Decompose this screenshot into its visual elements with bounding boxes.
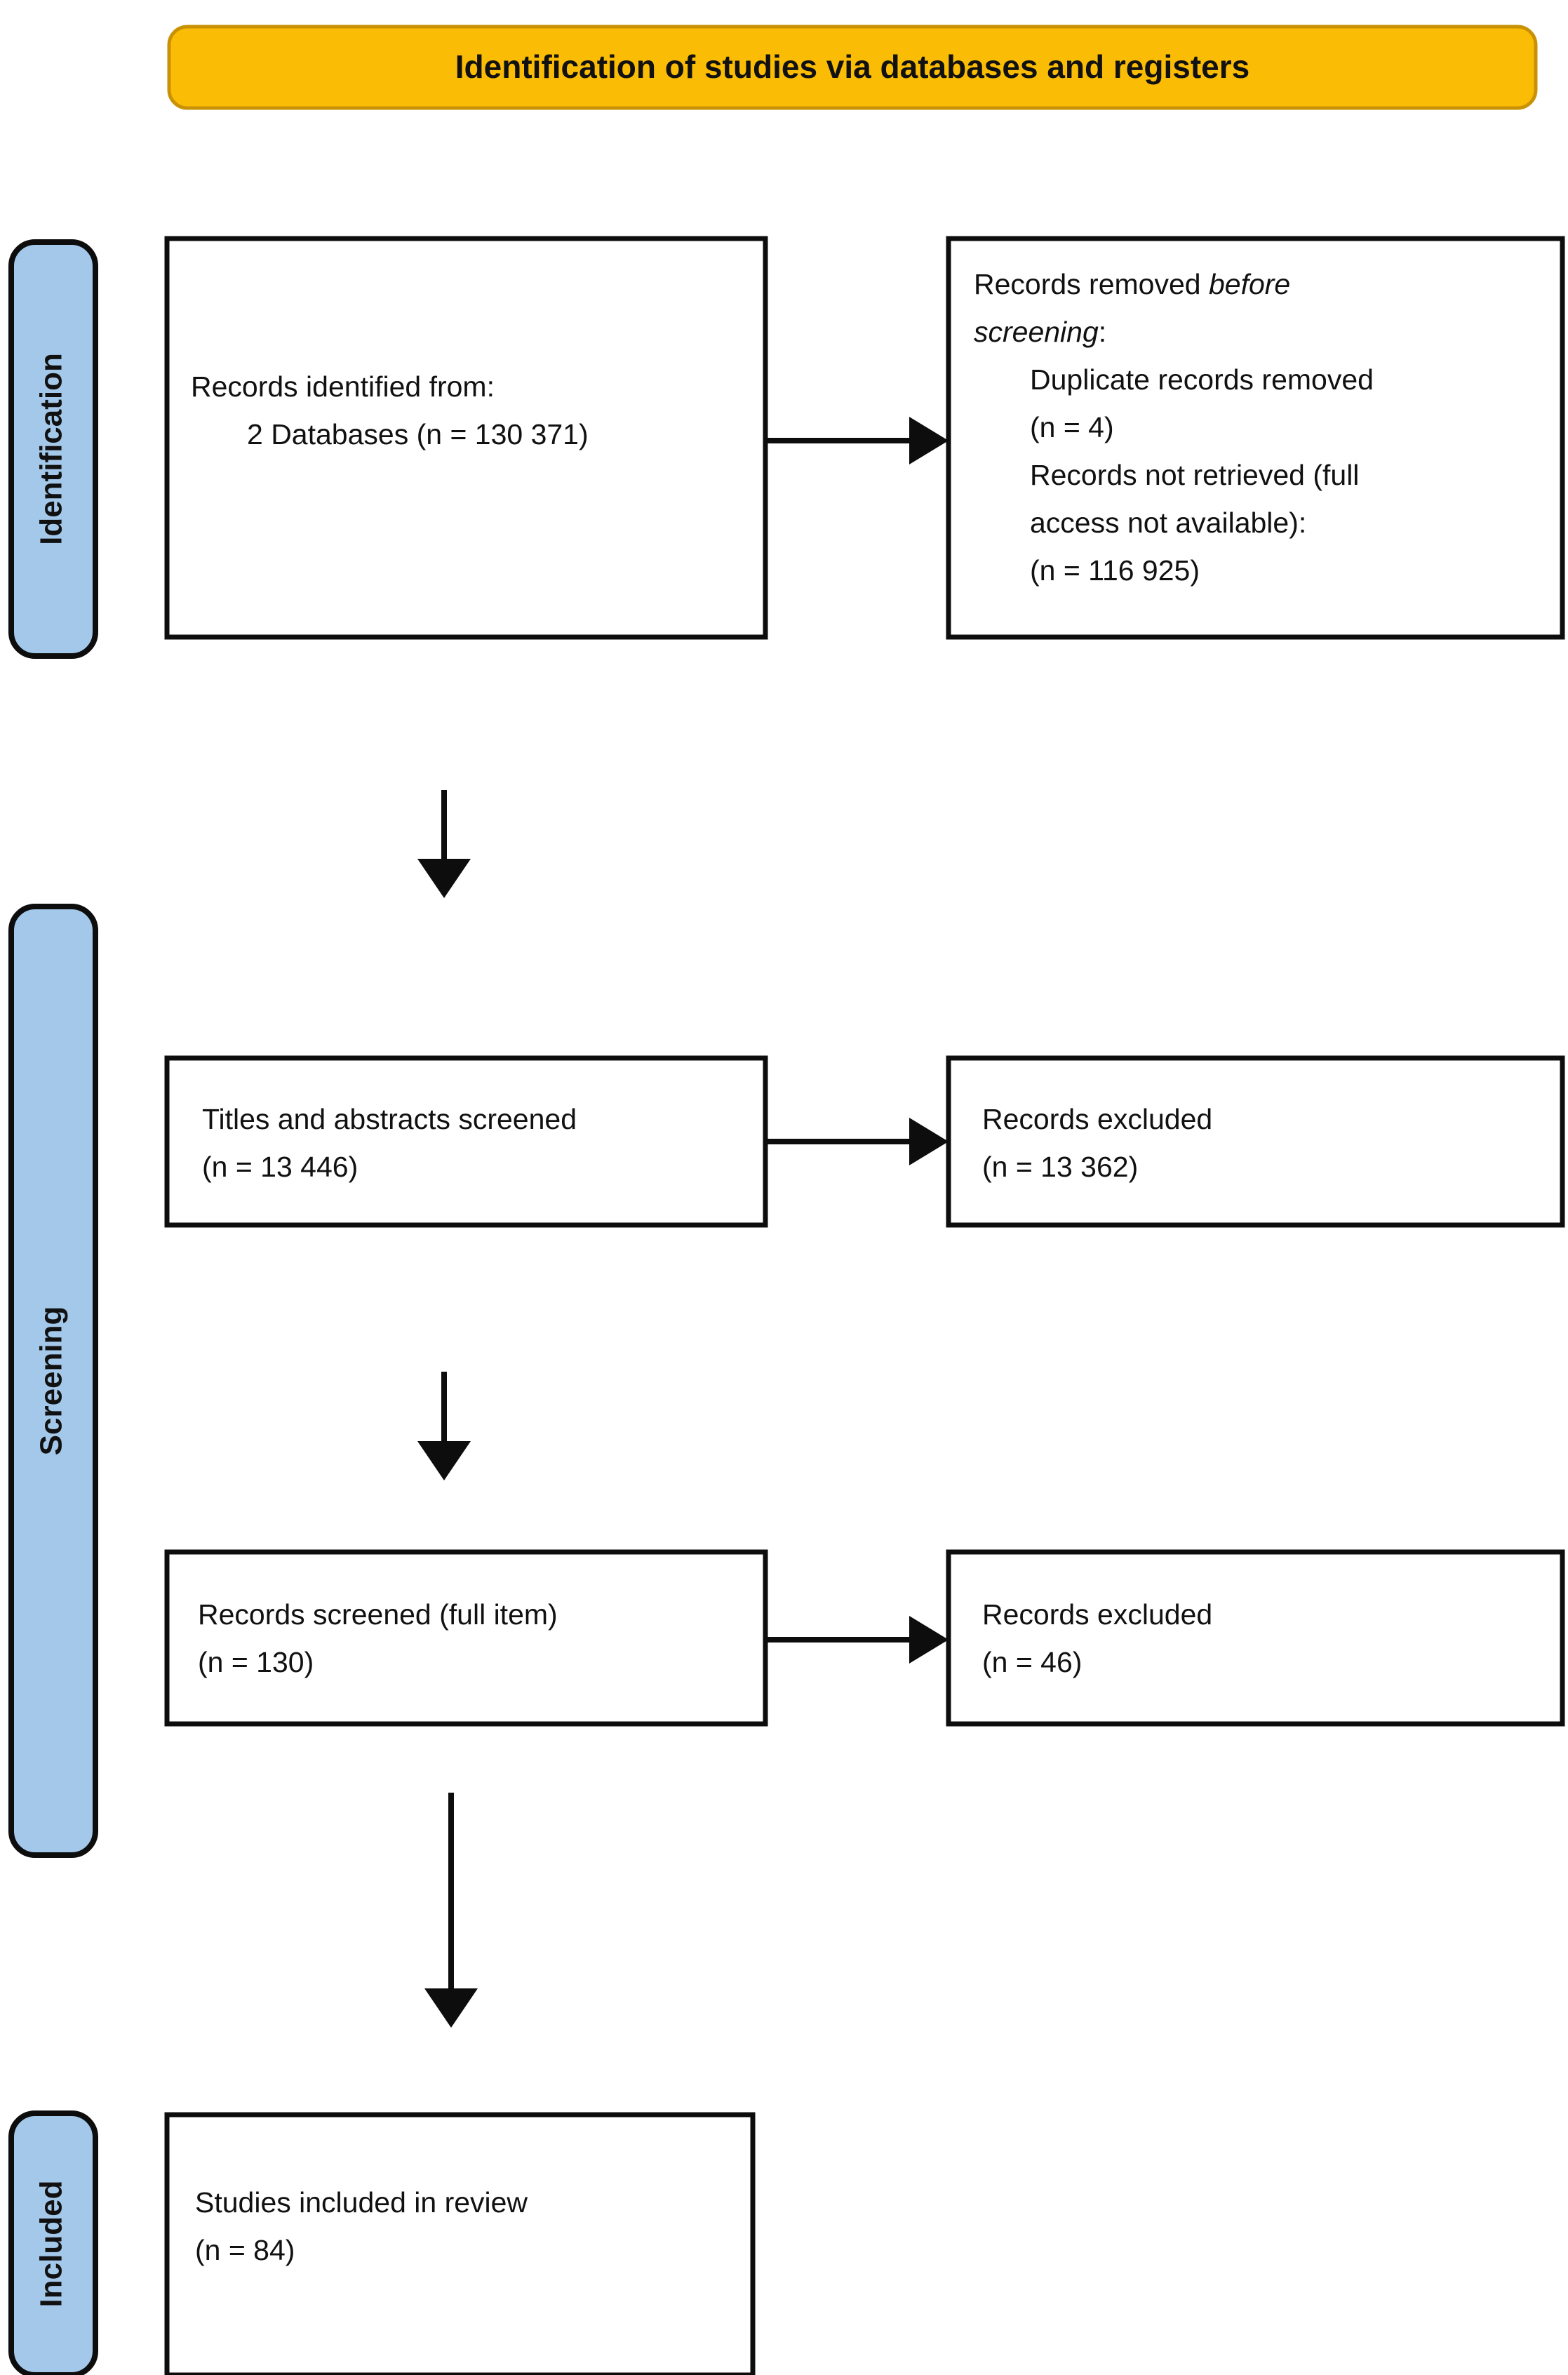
box-records-removed-line-5: Records not retrieved (full [1030,459,1359,491]
box-records-excluded-screening-line-2: (n = 13 362) [982,1151,1138,1183]
arrow-screened-to-fulltext-head [417,1441,471,1480]
box-records-screened-full-item-background [164,1549,768,1727]
stage-bar-identification-label: Identification [34,353,69,545]
arrow-screened-to-excluded-1 [767,1118,949,1165]
box-records-removed-line-4: (n = 4) [1030,411,1114,443]
box-records-excluded-full-item-background [946,1549,1565,1727]
box-records-removed-line-1-plain: Records removed [974,268,1209,300]
box-titles-and-abstracts-screened-background [164,1055,768,1228]
stage-bar-identification: Identification [8,239,98,659]
box-records-removed-before-screening: Records removed before screening: Duplic… [946,236,1565,640]
box-records-removed-line-7: (n = 116 925) [1030,554,1200,587]
box-records-screened-full-item-line-2: (n = 130) [198,1646,314,1678]
arrow-identified-to-removed [767,417,949,464]
box-records-screened-full-item-line-1: Records screened (full item) [198,1598,558,1631]
box-records-removed-line-2-italic: screening [974,316,1099,348]
box-titles-and-abstracts-screened-line-1: Titles and abstracts screened [202,1103,577,1135]
box-records-excluded-full-item: Records excluded (n = 46) [946,1549,1565,1727]
arrow-fulltext-to-included [424,1793,478,2028]
box-studies-included-in-review: Studies included in review (n = 84) [164,2112,756,2375]
arrow-screened-to-excluded-1-head [909,1118,949,1165]
arrow-screened-to-fulltext [417,1372,471,1480]
box-records-identified: Records identified from: 2 Databases (n … [164,236,768,640]
box-records-excluded-screening: Records excluded (n = 13 362) [946,1055,1565,1228]
box-records-excluded-screening-background [946,1055,1565,1228]
box-records-excluded-full-item-line-2: (n = 46) [982,1646,1082,1678]
box-records-identified-background [164,236,768,640]
arrow-identified-to-screened [417,790,471,898]
box-records-removed-line-3: Duplicate records removed [1030,363,1374,396]
box-records-identified-line-1: Records identified from: [191,370,495,403]
box-records-removed-line-1: Records removed before [974,268,1290,300]
box-studies-included-in-review-background [164,2112,756,2375]
box-records-screened-full-item: Records screened (full item) (n = 130) [164,1549,768,1727]
box-records-excluded-screening-line-1: Records excluded [982,1103,1212,1135]
stage-bar-included-background [8,2110,98,2375]
box-titles-and-abstracts-screened: Titles and abstracts screened (n = 13 44… [164,1055,768,1228]
box-records-removed-line-2-plain: : [1099,316,1106,348]
box-records-removed-background [946,236,1565,640]
arrow-fulltext-to-excluded-2-head [909,1616,949,1664]
stage-bar-included: Included [8,2110,98,2375]
stage-bar-included-label: Included [34,2181,69,2308]
box-titles-and-abstracts-screened-line-2: (n = 13 446) [202,1151,358,1183]
arrow-identified-to-removed-head [909,417,949,464]
header-banner-background [167,25,1538,110]
box-records-removed-line-6: access not available): [1030,507,1306,539]
header-banner: Identification of studies via databases … [167,25,1538,110]
arrow-identified-to-screened-head [417,859,471,898]
box-records-removed-line-2: screening: [974,316,1106,348]
stage-bar-screening: Screening [8,904,98,1858]
stage-bar-screening-background [8,904,98,1858]
box-records-identified-line-2: 2 Databases (n = 130 371) [247,418,589,450]
header-banner-title: Identification of studies via databases … [455,48,1249,85]
stage-bar-identification-background [8,239,98,659]
arrow-fulltext-to-excluded-2 [767,1616,949,1664]
box-studies-included-in-review-line-1: Studies included in review [195,2186,528,2219]
box-records-removed-line-1-italic: before [1209,268,1290,300]
stage-bar-screening-label: Screening [34,1306,69,1456]
box-records-excluded-full-item-line-1: Records excluded [982,1598,1212,1631]
arrow-fulltext-to-included-head [424,1988,478,2028]
box-studies-included-in-review-line-2: (n = 84) [195,2234,295,2266]
